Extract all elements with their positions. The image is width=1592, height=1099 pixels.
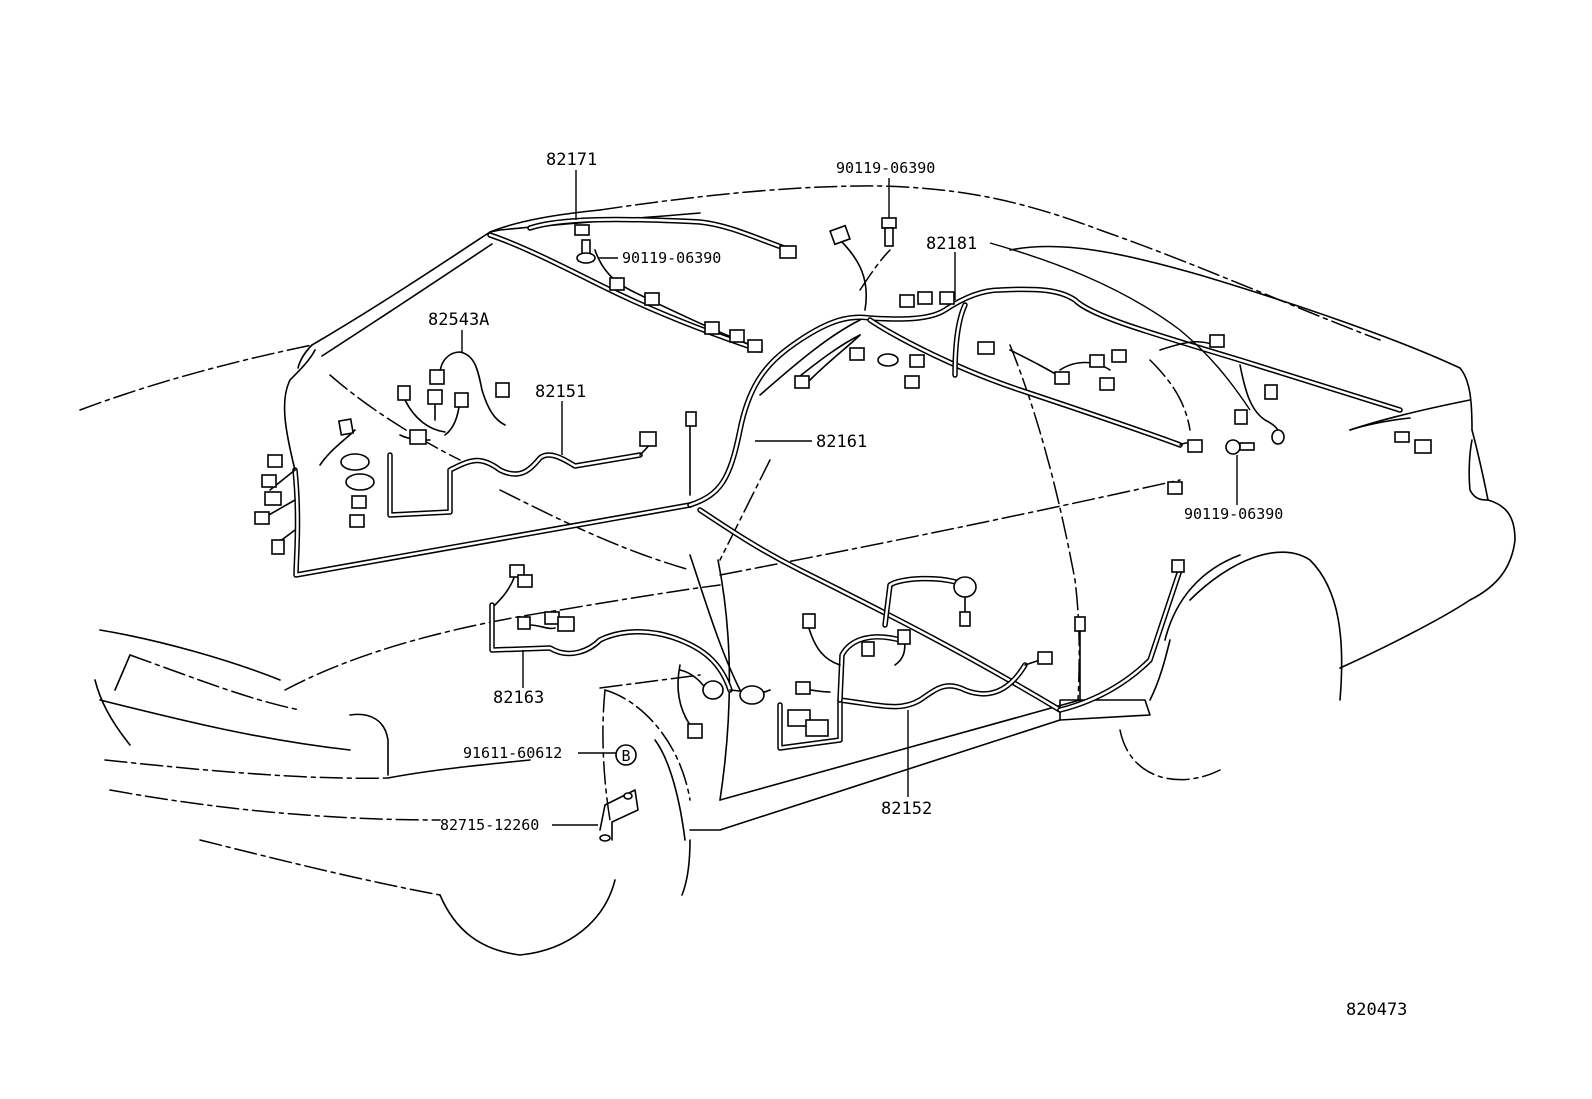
leader-lines: [461, 170, 1251, 826]
label-90119-06390-right: 90119-06390: [1184, 505, 1283, 523]
bolt-90119-top: [881, 217, 897, 247]
bolt-90119-right: [1225, 439, 1255, 455]
label-82163: 82163: [493, 688, 544, 708]
label-82151: 82151: [535, 382, 586, 402]
label-82181: 82181: [926, 234, 977, 254]
bracket-82715-12260: [599, 789, 639, 842]
label-90119-06390-top: 90119-06390: [836, 159, 935, 177]
part-labels: 82171 90119-06390 90119-06390 82181 8254…: [428, 150, 1407, 1020]
label-91611-60612: 91611-60612: [463, 744, 562, 762]
harness-82151: [292, 452, 693, 578]
connectors: [254, 224, 1432, 739]
label-82161: 82161: [816, 432, 867, 452]
harness-82161: [687, 286, 1403, 508]
label-82152: 82152: [881, 799, 932, 819]
harness-82152: [697, 507, 1063, 751]
harness-82163: [489, 567, 1183, 713]
figure-number: 820473: [1346, 1000, 1407, 1020]
label-90119-06390-left: 90119-06390: [622, 249, 721, 267]
label-82543a: 82543A: [428, 310, 489, 330]
label-82171: 82171: [546, 150, 597, 170]
bolt-90119-left: [576, 239, 596, 264]
callout-b-letter: B: [621, 747, 630, 765]
label-82715-12260: 82715-12260: [440, 816, 539, 834]
harness-82171: [487, 216, 793, 353]
callout-b-symbol: B: [615, 744, 637, 766]
